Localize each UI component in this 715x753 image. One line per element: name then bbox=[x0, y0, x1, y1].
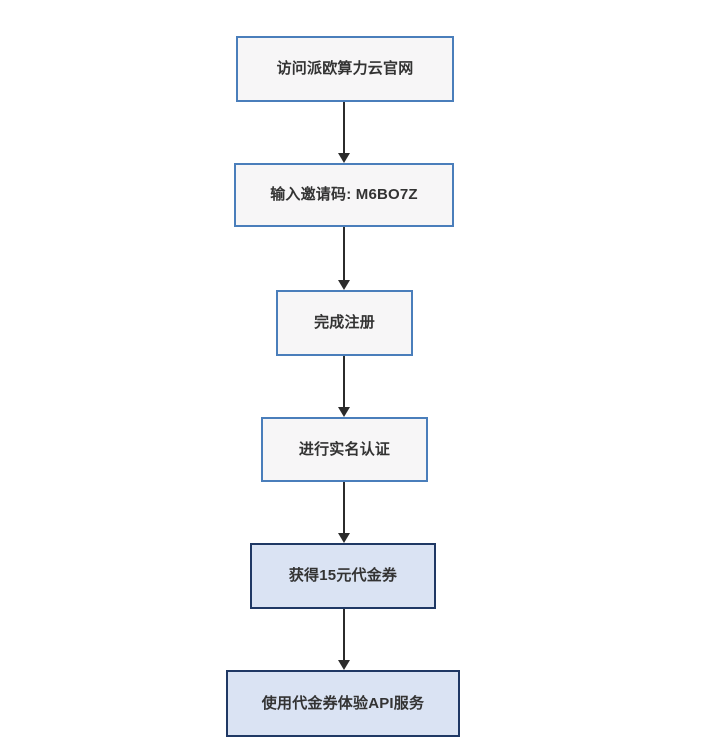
flow-node-visit-website[interactable]: 访问派欧算力云官网 bbox=[236, 36, 454, 102]
arrow-shaft bbox=[343, 102, 345, 154]
flow-node-label: 使用代金券体验API服务 bbox=[261, 694, 425, 712]
flow-node-receive-voucher[interactable]: 获得15元代金券 bbox=[250, 543, 436, 609]
arrow-shaft bbox=[343, 356, 345, 408]
flow-node-label: 访问派欧算力云官网 bbox=[276, 60, 414, 77]
arrow-shaft bbox=[343, 482, 345, 534]
flow-node-enter-invite-code[interactable]: 输入邀请码: M6BO7Z bbox=[234, 163, 454, 227]
arrow-head-icon bbox=[338, 280, 350, 290]
flow-node-identity-verification[interactable]: 进行实名认证 bbox=[261, 417, 428, 482]
arrow-shaft bbox=[343, 227, 345, 281]
flow-node-label: 进行实名认证 bbox=[298, 440, 391, 458]
flow-node-finish-registration[interactable]: 完成注册 bbox=[276, 290, 413, 356]
flow-node-use-voucher-api[interactable]: 使用代金券体验API服务 bbox=[226, 670, 460, 737]
arrow-shaft bbox=[343, 609, 345, 661]
flow-node-label: 完成注册 bbox=[314, 314, 375, 331]
arrow-head-icon bbox=[338, 407, 350, 417]
arrow-head-icon bbox=[338, 153, 350, 163]
arrow-head-icon bbox=[338, 533, 350, 543]
flow-node-label: 输入邀请码: M6BO7Z bbox=[270, 186, 418, 203]
arrow-head-icon bbox=[338, 660, 350, 670]
flow-node-label: 获得15元代金券 bbox=[288, 567, 398, 584]
